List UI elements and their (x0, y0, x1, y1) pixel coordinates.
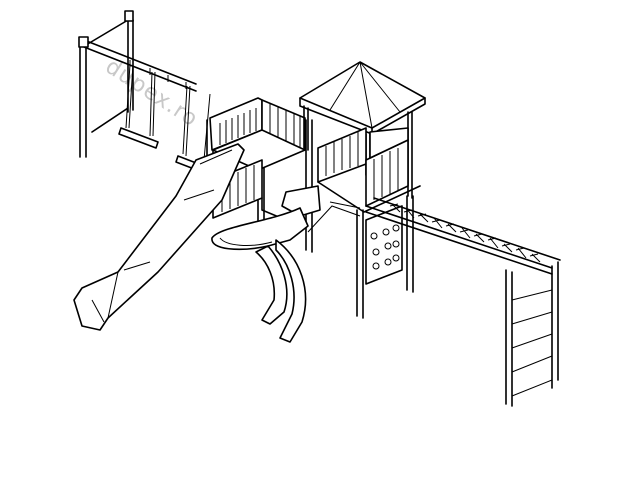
curved-slides (211, 185, 361, 343)
monkey-bars (365, 197, 561, 275)
ladder (505, 261, 559, 407)
swing-set (78, 10, 211, 173)
straight-slide (73, 143, 245, 331)
roof-tower (299, 61, 426, 319)
main-tower (206, 97, 313, 253)
